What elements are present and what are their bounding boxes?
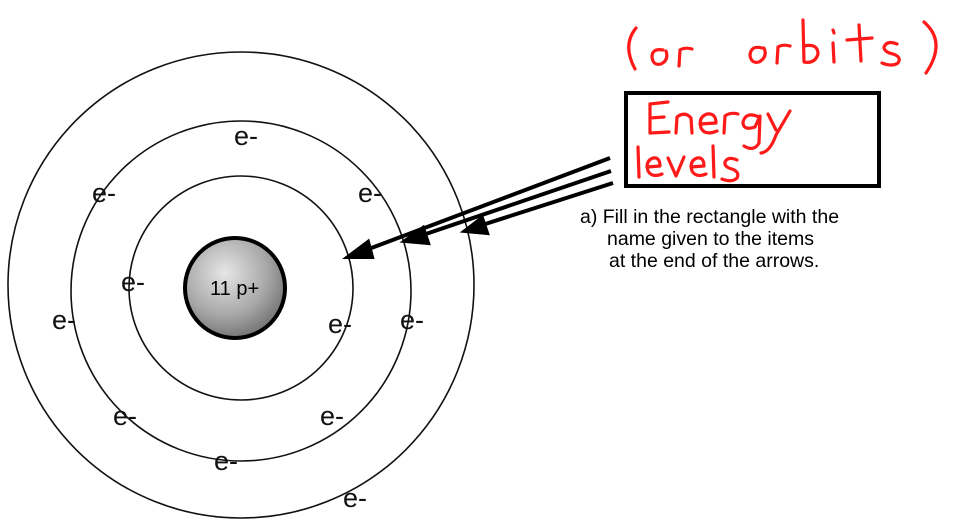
electron: e- — [92, 178, 116, 208]
electron: e- — [52, 305, 76, 335]
arrow-middle — [419, 169, 612, 238]
electron: e- — [113, 401, 137, 431]
nucleus-label: 11 p+ — [210, 278, 259, 300]
electron: e- — [343, 483, 367, 513]
electron: e- — [121, 267, 145, 297]
arrow-inner-head — [342, 238, 375, 259]
question-line-1: a) Fill in the rectangle with the — [580, 206, 840, 228]
electron: e- — [400, 305, 424, 335]
electron: e- — [320, 401, 344, 431]
outer-shell — [7, 51, 475, 519]
electron: e- — [328, 309, 352, 339]
handwriting-levels — [636, 144, 740, 183]
handwriting-or-orbits — [627, 18, 938, 75]
question-line-2: name given to the items — [607, 228, 815, 250]
question-line-3: at the end of the arrows. — [609, 250, 820, 272]
middle-shell — [70, 120, 412, 462]
arrows — [342, 156, 614, 259]
electrons: e- e- e- e- e- e- e- e- e- e- e- — [52, 121, 424, 513]
arrow-middle-head — [399, 224, 431, 246]
arrow-inner — [365, 156, 611, 252]
question-text: a) Fill in the rectangle with the name g… — [580, 206, 970, 272]
nucleus — [183, 236, 287, 340]
answer-box — [624, 91, 881, 188]
electron: e- — [234, 121, 258, 151]
electron: e- — [358, 178, 382, 208]
electron: e- — [214, 446, 238, 476]
inner-shell — [128, 175, 354, 401]
arrow-outer-head — [459, 214, 490, 236]
arrow-outer — [478, 181, 614, 228]
handwriting-energy — [648, 100, 792, 155]
